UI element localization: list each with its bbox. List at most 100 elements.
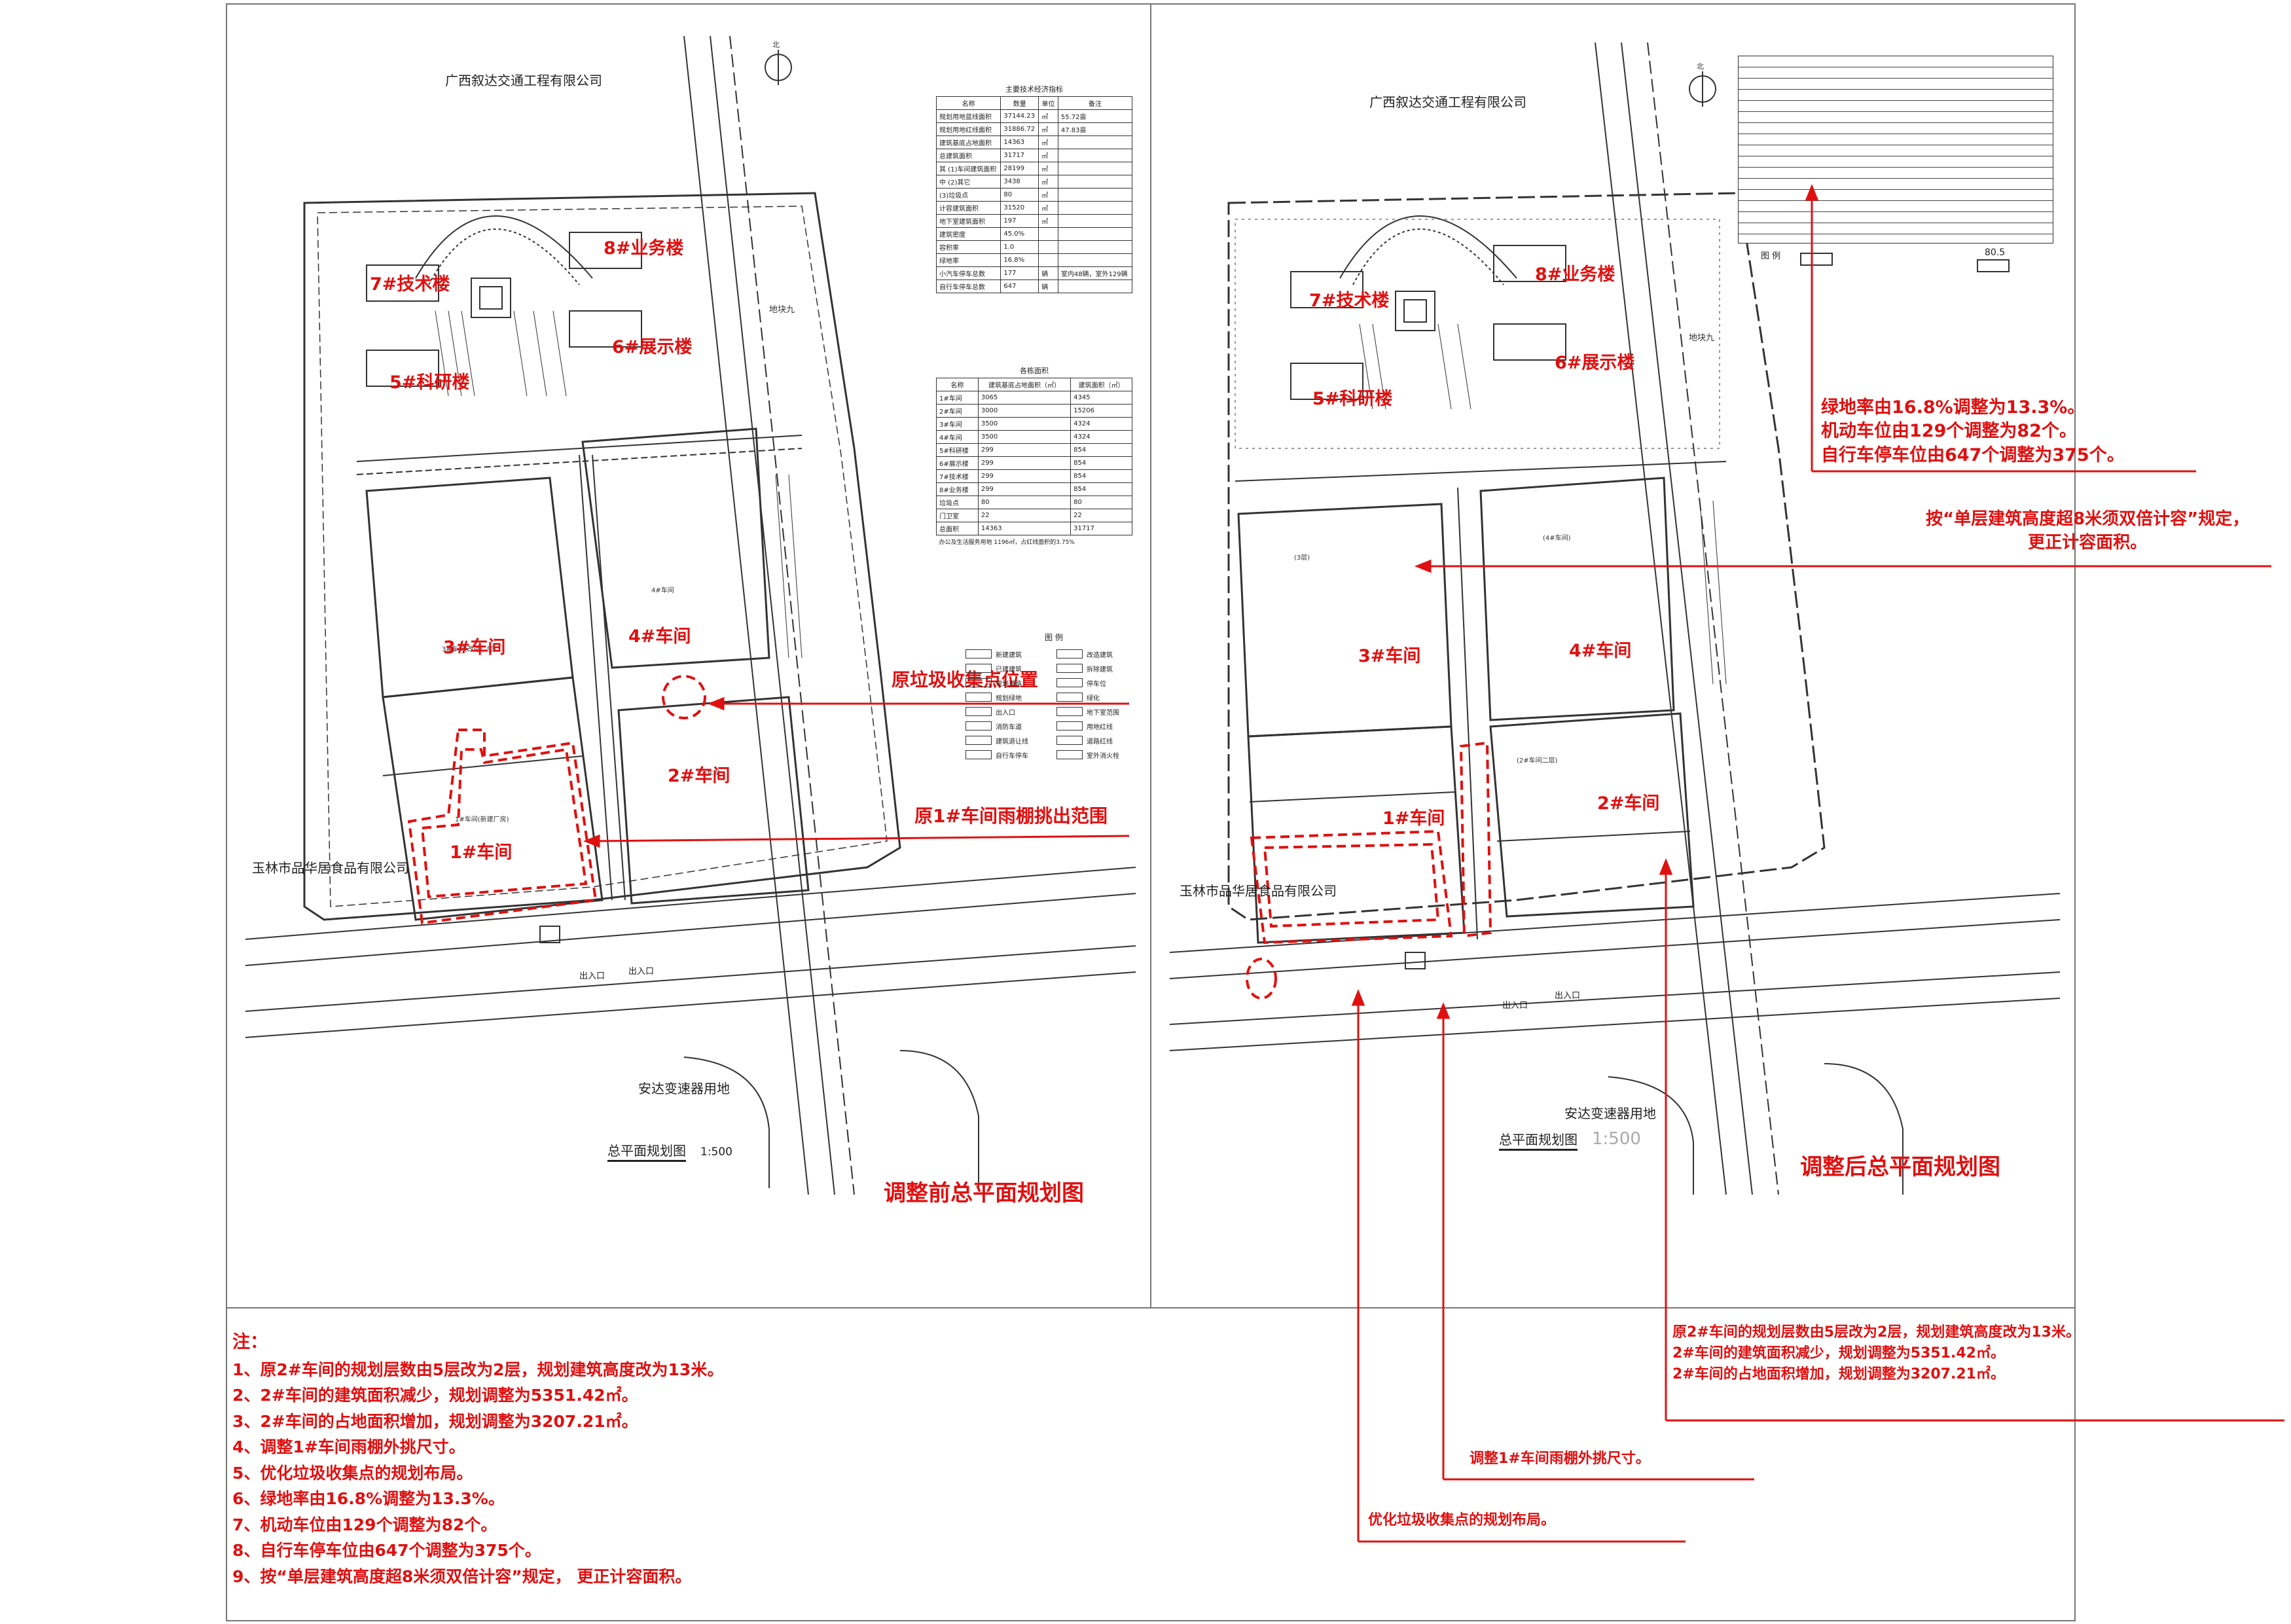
left-building-6: 6#展示楼 [612, 337, 693, 357]
legend-swatch-icon [1056, 707, 1083, 716]
right-company-top: 广西叙达交通工程有限公司 [1369, 94, 1526, 110]
legend-item: 室外消火栓 [1056, 748, 1142, 762]
legend-label: 道路红线 [1087, 738, 1113, 746]
left-building-3: 3#车间 [443, 638, 506, 658]
legend-label: 停车位 [1087, 680, 1106, 688]
legend-item: 规划道路 [965, 676, 1051, 690]
right-road-south: 安达变速器用地 [1564, 1106, 1656, 1121]
legend-swatch-icon [965, 649, 992, 659]
right-company-left: 玉林市品华居食品有限公司 [1180, 883, 1337, 899]
legend-label: 规划道路 [996, 680, 1022, 688]
notes-block: 注： 1、原2#车间的规划层数由5层改为2层，规划建筑高度改为13米。2、2#车… [232, 1329, 723, 1589]
note-item: 5、优化垃圾收集点的规划布局。 [232, 1463, 473, 1483]
right-caption: 调整后总平面规划图 [1800, 1154, 2000, 1180]
legend-swatch-icon [1056, 750, 1083, 759]
legend-label: 规划绿地 [996, 695, 1022, 702]
area-table-cell: 14363 [977, 522, 1072, 535]
right-north-arrow [1689, 71, 1716, 107]
note-item: 3、2#车间的占地面积增加，规划调整为3207.21㎡。 [232, 1411, 638, 1431]
area-table-note: 办公及生活服务用地 1196㎡，占红线面积的3.75% [939, 539, 1075, 546]
legend-item: 用地红线 [1056, 719, 1142, 733]
legend-swatch-icon [1056, 693, 1083, 702]
svg-text:3#车间(改造厂房): 3#车间(改造厂房) [442, 645, 496, 653]
bottom-frame [226, 1306, 2076, 1621]
legend-item: 改造建筑 [1056, 647, 1142, 661]
legend-label: 建筑退让线 [996, 738, 1028, 746]
legend-label: 绿化 [1087, 695, 1100, 702]
svg-text:1#车间(新建厂房): 1#车间(新建厂房) [455, 815, 509, 823]
note-item: 9、按“单层建筑高度超8米须双倍计容”规定， 更正计容面积。 [232, 1566, 692, 1586]
right-legend: 图 例 80.5 [1761, 247, 2049, 380]
legend-swatch-icon [965, 707, 992, 716]
left-building-5: 5#科研楼 [389, 372, 470, 393]
svg-text:4#车间: 4#车间 [651, 586, 674, 594]
left-anno-garbage: 原垃圾收集点位置 [892, 669, 1039, 691]
note-item: 8、自行车停车位由647个调整为375个。 [232, 1541, 541, 1561]
legend-label: 自行车停车 [996, 752, 1028, 760]
legend-item: 拆除建筑 [1056, 661, 1142, 676]
right-entry-2: 出入口 [1555, 991, 1581, 1001]
left-company-left: 玉林市品华居食品有限公司 [252, 860, 409, 876]
note-item: 6、绿地率由16.8%调整为13.3%。 [232, 1489, 505, 1509]
legend-label: 拆除建筑 [1087, 666, 1113, 674]
legend-swatch-icon [1056, 721, 1083, 731]
right-building-5: 5#科研楼 [1312, 389, 1393, 409]
legend-label: 用地红线 [1087, 723, 1113, 731]
right-building-1: 1#车间 [1382, 808, 1445, 829]
note-item: 4、调整1#车间雨棚外挑尺寸。 [232, 1437, 465, 1457]
left-north-arrow [765, 50, 792, 85]
legend-label: 室外消火栓 [1087, 752, 1119, 760]
right-building-7: 7#技术楼 [1309, 291, 1390, 311]
tech-table-cell: 647 [1000, 280, 1039, 293]
legend-swatch-icon [1056, 649, 1083, 659]
right-north-label: 北 [1697, 62, 1704, 71]
legend-label: 出入口 [996, 709, 1015, 717]
right-entry-1: 出入口 [1502, 1001, 1528, 1011]
legend-swatch-icon [965, 736, 992, 745]
notes-title: 注： [232, 1332, 268, 1352]
left-building-7: 7#技术楼 [370, 274, 450, 295]
legend-item: 已建建筑 [965, 661, 1051, 676]
legend-item: 出入口 [965, 704, 1051, 719]
left-road-south: 安达变速器用地 [638, 1081, 730, 1096]
legend-swatch-icon [965, 721, 992, 731]
right-building-6: 6#展示楼 [1555, 353, 1635, 373]
left-building-4: 4#车间 [628, 626, 691, 647]
note-item: 7、机动车位由129个调整为82个。 [232, 1515, 497, 1534]
left-road-east: 地块九 [769, 305, 795, 315]
left-building-2: 2#车间 [668, 766, 731, 786]
left-building-8: 8#业务楼 [604, 238, 684, 259]
tech-table-cell: 规划用地红线面积 [935, 122, 1001, 136]
area-table-cell: 31717 [1070, 522, 1132, 535]
legend-label: 已建建筑 [996, 666, 1022, 674]
right-legend-value: 80.5 [1985, 247, 2006, 258]
legend-swatch-icon [965, 678, 992, 687]
left-company-top: 广西叙达交通工程有限公司 [445, 73, 602, 88]
svg-text:(2#车间二层): (2#车间二层) [1517, 756, 1558, 765]
legend-item: 地下室范围 [1056, 704, 1142, 719]
legend-swatch-icon [1056, 678, 1083, 687]
left-entry-1: 出入口 [579, 971, 605, 981]
legend-swatch-icon [1056, 664, 1083, 673]
note-item: 2、2#车间的建筑面积减少，规划调整为5351.42㎡。 [232, 1386, 638, 1405]
right-anno-canopy: 调整1#车间雨棚外挑尺寸。 [1470, 1451, 1650, 1467]
svg-text:(3层): (3层) [1294, 554, 1310, 562]
legend-item: 消防车道 [965, 719, 1051, 733]
legend-label: 消防车道 [996, 723, 1022, 731]
legend-label: 新建建筑 [996, 651, 1022, 659]
legend-swatch-icon [1056, 736, 1083, 745]
left-north-label: 北 [772, 41, 780, 49]
